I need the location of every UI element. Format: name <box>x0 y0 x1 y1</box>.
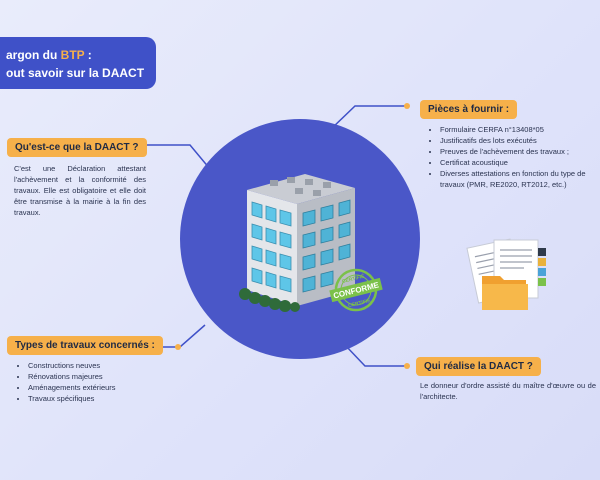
types-list: Constructions neuves Rénovations majeure… <box>18 360 178 404</box>
who-text: Le donneur d'ordre assisté du maître d'œ… <box>420 381 596 401</box>
list-item: Formulaire CERFA n°13408*05 <box>440 124 600 135</box>
list-item: Aménagements extérieurs <box>28 382 178 393</box>
what-heading: Qu'est-ce que la DAACT ? <box>7 138 147 157</box>
who-dot <box>404 363 410 369</box>
page-title: argon du BTP : out savoir sur la DAACT <box>0 37 156 89</box>
list-item: Justificatifs des lots exécutés <box>440 135 600 146</box>
title-suffix: : <box>84 48 92 62</box>
what-text: C'est une Déclaration attestant l'achève… <box>14 164 146 217</box>
who-heading: Qui réalise la DAACT ? <box>416 357 541 376</box>
pieces-dot <box>404 103 410 109</box>
connector-who <box>344 344 407 367</box>
types-heading: Types de travaux concernés : <box>7 336 163 355</box>
connector-types <box>160 324 206 348</box>
list-item: Rénovations majeures <box>28 371 178 382</box>
certified-stamp: CONFORME CERTIFIÉ CERTIFIÉ <box>329 268 383 312</box>
title-accent: BTP <box>60 48 85 62</box>
types-dot <box>175 344 181 350</box>
list-item: Diverses attestations en fonction du typ… <box>440 168 600 190</box>
pieces-heading: Pièces à fournir : <box>420 100 518 119</box>
list-item: Certificat acoustique <box>440 157 600 168</box>
list-item: Travaux spécifiques <box>28 393 178 404</box>
list-item: Preuves de l'achèvement des travaux ; <box>440 146 600 157</box>
list-item: Constructions neuves <box>28 360 178 371</box>
documents-folder-icon <box>466 238 546 310</box>
connector-pieces <box>329 105 407 131</box>
title-line-1: argon du BTP : <box>6 46 156 64</box>
pieces-list: Formulaire CERFA n°13408*05 Justificatif… <box>430 124 600 190</box>
title-line-2: out savoir sur la DAACT <box>6 66 145 80</box>
title-prefix: argon du <box>6 48 61 62</box>
